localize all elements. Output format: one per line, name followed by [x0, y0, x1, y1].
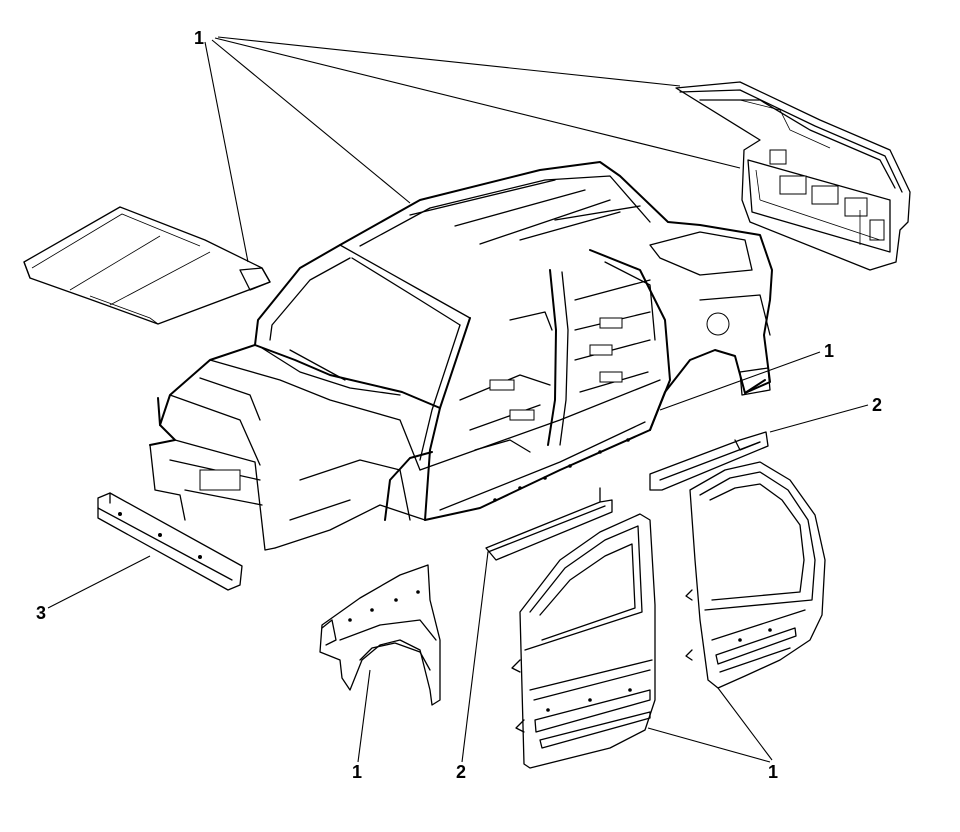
callout-front-bumper: 3	[36, 603, 46, 623]
front-fender	[319, 564, 441, 706]
rear-door	[685, 461, 826, 689]
leader-lines	[47, 36, 869, 763]
front-bumper-bar	[97, 492, 243, 591]
callout-hood-roof-liftgate: 1	[194, 28, 204, 48]
callout-fender: 1	[352, 762, 362, 782]
callout-rear-sill: 2	[872, 395, 882, 415]
hood-panel	[23, 206, 271, 325]
callout-body-shell: 1	[824, 341, 834, 361]
body-shell	[149, 161, 773, 551]
liftgate-panel	[675, 81, 911, 271]
front-door	[511, 513, 656, 769]
front-sill-extension	[485, 487, 613, 561]
callout-front-sill: 2	[456, 762, 466, 782]
callout-doors: 1	[768, 762, 778, 782]
rear-sill-extension	[649, 431, 769, 491]
